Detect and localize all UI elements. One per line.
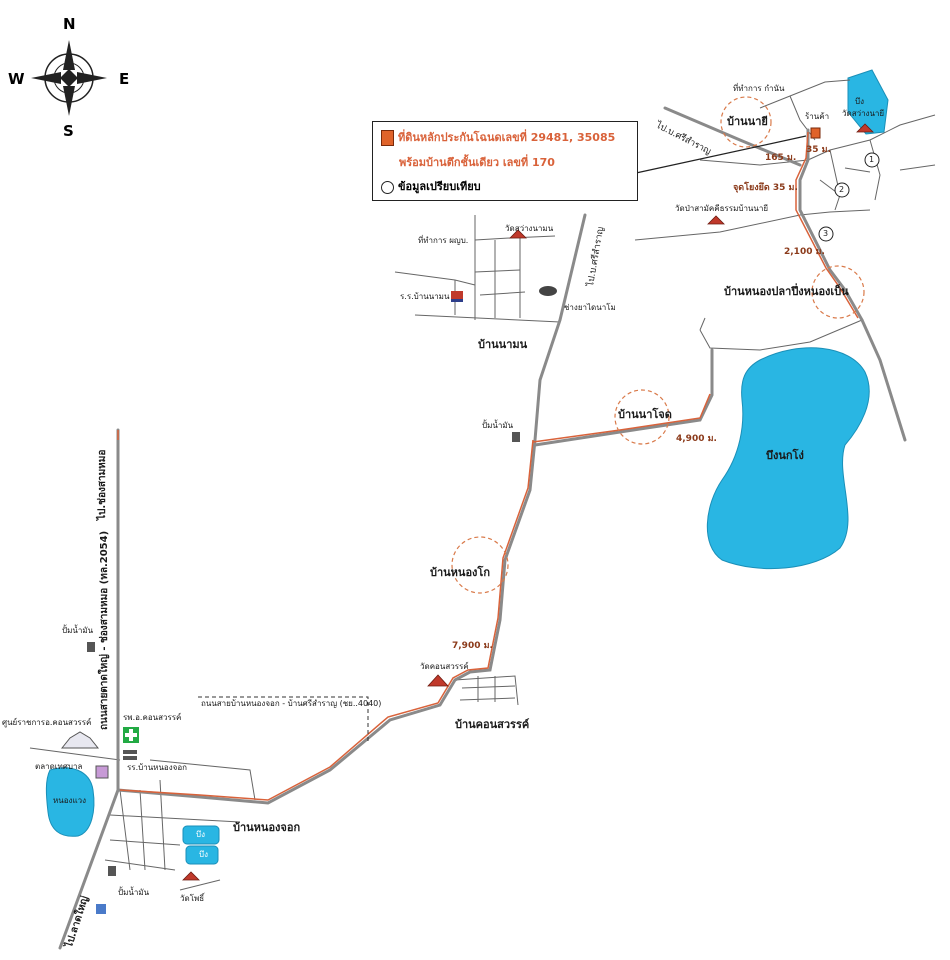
label-wat-sawang-na-mon: วัดสว่างนามน: [505, 224, 554, 233]
road-to-chong-sam-mo: ไป.ช่องสามหมอ: [97, 449, 108, 520]
local-roads: [29, 79, 936, 891]
label-store: ร้านค้า: [805, 112, 830, 121]
main-roads: [58, 106, 907, 950]
label-ban-na-chot: บ้านนาโจด: [618, 408, 672, 421]
distance-4900: 4,900 ม.: [676, 434, 717, 444]
label-wat-sawang-na-yi: วัดสว่างนายี: [842, 109, 885, 118]
legend-line-2: พร้อมบ้านตึกชั้นเดียว เลขที่ 170: [399, 156, 555, 169]
label-nong-waeng: หนองแวง: [53, 796, 87, 805]
legend-leader-line: [635, 135, 807, 174]
label-hospital: รพ.อ.คอนสวรรค์: [123, 713, 182, 722]
legend-line-1: ที่ดินหลักประกันโฉนดเลขที่ 29481, 35085: [398, 131, 616, 144]
label-bueng-b: บึง: [199, 850, 208, 859]
numbered-markers: [818, 152, 880, 242]
compass-west-label: W: [8, 70, 25, 88]
plot-square-icon: [381, 130, 394, 146]
label-ban-nong-pla-pueng: บ้านหนองปลาปึ่งหนองเบ็น: [724, 285, 849, 298]
label-wat-pho: วัดโพธิ์: [180, 894, 205, 903]
road-highway-2054: ถนนสายตาดใหญ่ - ช่องสามหมอ (ทล.2054): [99, 530, 110, 730]
label-school-nong-chok: รร.บ้านหนองจอก: [127, 763, 187, 772]
label-wat-pa: วัดป่าสามัคคีธรรมบ้านนายี: [675, 204, 769, 213]
label-gas-station-3: ปั้มน้ำมัน: [118, 888, 150, 897]
label-bueng-na-yi: บึง: [855, 97, 864, 106]
compass-south-label: S: [63, 122, 74, 140]
marker-2: 2: [839, 185, 845, 194]
marker-3: 3: [823, 229, 829, 238]
compare-circle-icon: [381, 180, 394, 194]
label-junction: จุดโยงยึด 35 ม.: [733, 183, 798, 193]
bueng-na-yi-water: [847, 69, 889, 135]
label-municipal-market: ตลาดเทศบาล: [35, 762, 83, 771]
label-ban-na-yi: บ้านนายี: [727, 115, 768, 128]
distance-7900: 7,900 ม.: [452, 641, 493, 651]
map-symbols: [60, 286, 557, 914]
plot-marker: [810, 127, 821, 139]
label-kamnan-office: ที่ทำการ กำนัน: [733, 84, 785, 93]
dashed-boundary: [198, 696, 369, 742]
marker-1: 1: [869, 155, 875, 164]
label-ban-na-mon: บ้านนามน: [478, 338, 528, 351]
label-gas-station-2: ปั้มน้ำมัน: [62, 626, 94, 635]
distance-2100: 2,100 ม.: [784, 247, 825, 257]
legend-compare-row: ข้อมูลเปรียบเทียบ: [381, 177, 481, 195]
compass-east-label: E: [119, 70, 130, 88]
label-ban-khon-sawan: บ้านคอนสวรรค์: [455, 718, 530, 731]
label-ban-nong-ko: บ้านหนองโก: [430, 566, 490, 579]
legend-plot-row: ที่ดินหลักประกันโฉนดเลขที่ 29481, 35085: [381, 128, 615, 146]
distance-165: 165 ม.: [765, 153, 797, 163]
map-legend: ที่ดินหลักประกันโฉนดเลขที่ 29481, 35085 …: [372, 121, 638, 201]
label-lake: บึงนกโง่: [766, 449, 804, 462]
distance-35: 35 ม.: [806, 145, 832, 155]
lake-bueng-nok-ngo: [706, 347, 870, 570]
label-bueng-a: บึง: [196, 830, 205, 839]
label-pyb-office: ที่ทำการ ผญบ.: [418, 236, 469, 245]
label-ban-nong-chok: บ้านหนองจอก: [233, 821, 301, 834]
compass-rose: [31, 40, 107, 116]
legend-line-3: ข้อมูลเปรียบเทียบ: [398, 180, 481, 193]
label-wat-khon-sawan: วัดคอนสวรรค์: [420, 662, 469, 671]
bueng-a-water: [182, 825, 220, 845]
label-school-na-mon: ร.ร.บ้านนามน: [400, 292, 450, 301]
road-4040-label: ถนนสายบ้านหนองจอก - บ้านศรีสำราญ (ชย..40…: [201, 699, 382, 708]
label-gas-station-1: ปั้มน้ำมัน: [482, 421, 514, 430]
compass-north-label: N: [63, 15, 76, 33]
village-circles: [451, 96, 865, 594]
nong-waeng-water: [45, 767, 95, 837]
bueng-b-water: [185, 845, 219, 865]
label-mechanic: ช่างยาไดนาโม: [564, 303, 616, 312]
temple-icons: [182, 123, 874, 881]
route-line: [117, 131, 859, 801]
label-government-center: ศูนย์ราชการอ.คอนสวรรค์: [2, 718, 92, 727]
